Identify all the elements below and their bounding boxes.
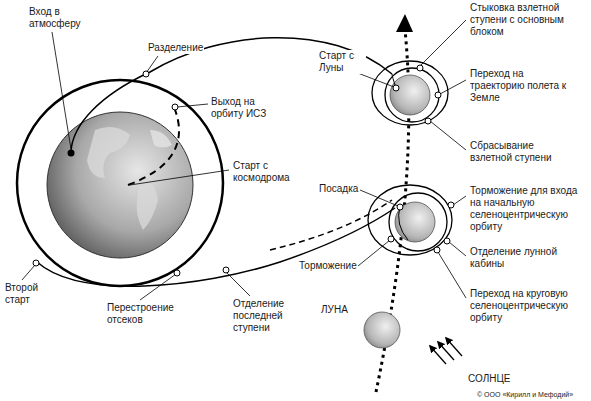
annotation-label: Переход на траекторию полета к Земле — [469, 68, 575, 104]
annotation-label: СОЛНЦЕ — [467, 373, 512, 385]
annotation-label: Сбрасывание взлетной ступени — [469, 140, 571, 164]
annotation-label: Старт с космодрома — [232, 160, 306, 184]
annotation-label: Вход в атмосферу — [28, 6, 92, 30]
annotation-label: Перестроение отсеков — [106, 302, 190, 326]
annotation-label: Выход на орбиту ИСЗ — [210, 96, 290, 120]
annotation-label: Разделение — [147, 42, 204, 54]
annotation-label: Второй старт — [4, 282, 52, 306]
annotation-label: Торможение — [298, 260, 358, 272]
copyright-note: © ООО «Кирилл и Мефодий» — [476, 390, 574, 399]
annotation-label: ЛУНА — [320, 304, 349, 316]
annotation-label: Посадка — [318, 183, 359, 195]
annotation-label: Отделение лунной кабины — [469, 246, 571, 270]
annotation-label: Отделение последней ступени — [232, 298, 314, 334]
annotation-label: Старт с Луны — [318, 50, 366, 74]
annotation-label: Стыковка взлетной ступени с основным бло… — [469, 2, 571, 38]
annotation-label: Торможение для входа на начальную селено… — [469, 185, 583, 233]
annotation-label: Переход на круговую селеноцентрическую о… — [469, 288, 579, 324]
